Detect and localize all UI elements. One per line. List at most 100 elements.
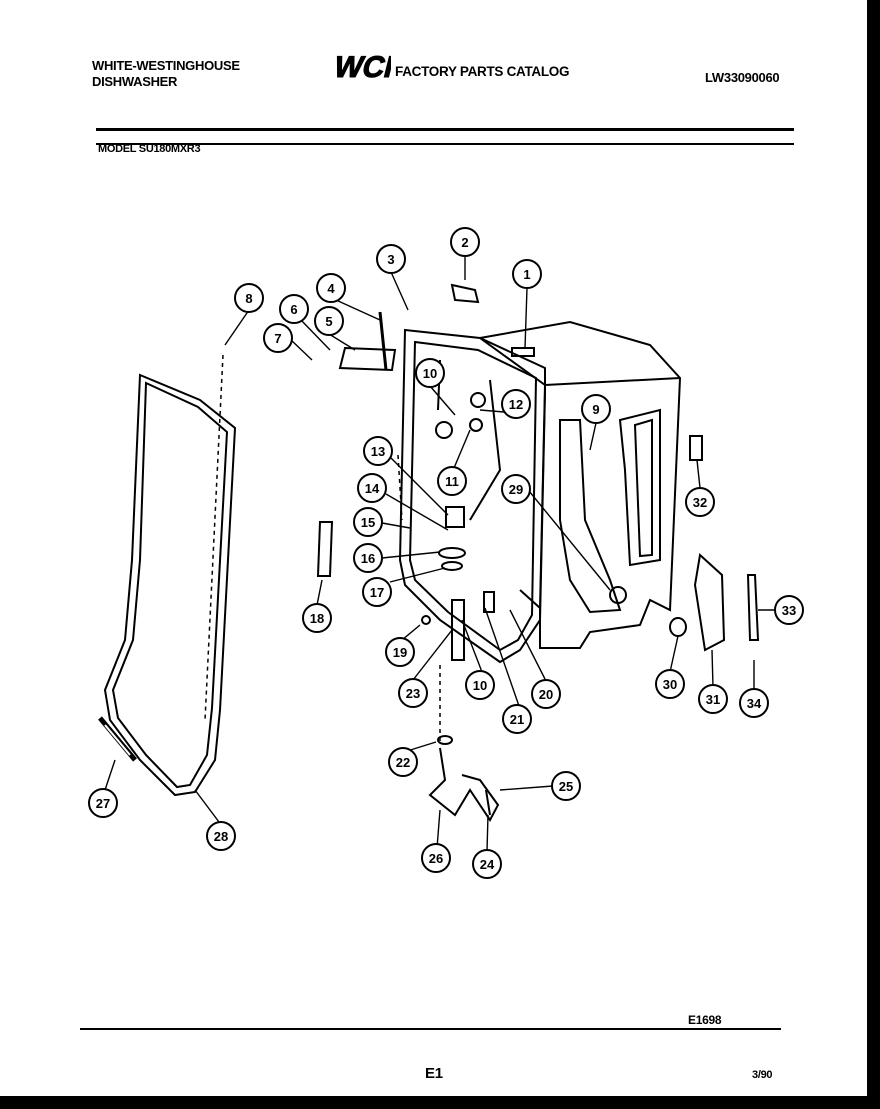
callout-13-label: 13: [371, 444, 385, 459]
callout-34: 34: [739, 688, 769, 718]
callout-12-label: 12: [509, 397, 523, 412]
callout-26-label: 26: [429, 851, 443, 866]
callout-28-label: 28: [214, 829, 228, 844]
door-frame: [398, 328, 546, 664]
callout-10-a: 10: [415, 358, 445, 388]
callout-18-label: 18: [310, 611, 324, 626]
brand-name: WHITE-WESTINGHOUSE: [92, 58, 240, 73]
product-type: DISHWASHER: [92, 74, 178, 89]
callout-34-label: 34: [747, 696, 762, 711]
catalog-date: 3/90: [752, 1069, 773, 1081]
part-22: [437, 735, 453, 745]
part-24: [485, 789, 491, 816]
callout-31-label: 31: [706, 692, 720, 707]
callout-10-a-label: 10: [423, 366, 437, 381]
scan-border-right: [867, 0, 880, 1109]
part-26: [428, 747, 500, 822]
callout-24: 24: [472, 849, 502, 879]
callout-20: 20: [531, 679, 561, 709]
callout-4-label: 4: [327, 281, 335, 296]
callout-24-label: 24: [480, 857, 495, 872]
tub-body: [479, 320, 682, 649]
callout-19-label: 19: [393, 645, 407, 660]
callout-10-b: 10: [465, 670, 495, 700]
part-30: [669, 617, 687, 637]
part-4: [378, 311, 388, 371]
callout-10-b-label: 10: [473, 678, 487, 693]
callout-25: 25: [551, 771, 581, 801]
callout-33: 33: [774, 595, 804, 625]
callout-3: 3: [376, 244, 406, 274]
callout-11-label: 11: [445, 474, 459, 489]
part-18: [316, 521, 334, 577]
callout-8: 8: [234, 283, 264, 313]
callout-29: 29: [501, 474, 531, 504]
callout-18: 18: [302, 603, 332, 633]
part-31: [693, 553, 726, 652]
callout-16: 16: [353, 543, 383, 573]
alignment-line-8: [204, 354, 224, 721]
wci-logo: WCI: [330, 50, 391, 82]
callout-21-label: 21: [510, 712, 524, 727]
callout-8-label: 8: [245, 291, 252, 306]
part-32: [689, 435, 703, 461]
model-number: MODEL SU180MXR3: [98, 143, 201, 155]
callout-32: 32: [685, 487, 715, 517]
part-33: [746, 574, 760, 641]
callout-14-label: 14: [365, 481, 380, 496]
callout-7-label: 7: [274, 331, 281, 346]
callout-17-label: 17: [370, 585, 384, 600]
callout-14: 14: [357, 473, 387, 503]
callout-9-label: 9: [592, 402, 599, 417]
callout-7: 7: [263, 323, 293, 353]
callout-5-label: 5: [325, 314, 332, 329]
footer-rule: [80, 1028, 781, 1030]
brand-block: WHITE-WESTINGHOUSE DISHWASHER: [92, 58, 240, 90]
callout-22: 22: [388, 747, 418, 777]
callout-23-label: 23: [406, 686, 420, 701]
callout-15-label: 15: [361, 515, 375, 530]
callout-19: 19: [385, 637, 415, 667]
callout-2-label: 2: [461, 235, 468, 250]
callout-10-c: 10: [0, 0, 14, 3]
part-5: [338, 346, 397, 372]
callout-27-label: 27: [96, 796, 110, 811]
door-gasket: [103, 373, 237, 797]
callout-23: 23: [398, 678, 428, 708]
callout-21: 21: [502, 704, 532, 734]
callout-group: 1 2 3 4 5 6 7 8 9 10 10 10 11 12 13 14 1…: [0, 0, 804, 879]
page-number: E1: [425, 1065, 443, 1082]
svg-text:WCI: WCI: [331, 50, 391, 82]
callout-15: 15: [353, 507, 383, 537]
callout-33-label: 33: [782, 603, 796, 618]
callout-6-label: 6: [290, 302, 297, 317]
header-rule: [96, 128, 794, 131]
header-rule-secondary: [96, 143, 794, 145]
callout-5: 5: [314, 306, 344, 336]
callout-16-label: 16: [361, 551, 375, 566]
callout-25-label: 25: [559, 779, 573, 794]
callout-2: 2: [450, 227, 480, 257]
callout-26: 26: [421, 843, 451, 873]
catalog-title: FACTORY PARTS CATALOG: [395, 64, 570, 79]
callout-3-label: 3: [387, 252, 394, 267]
callout-30: 30: [655, 669, 685, 699]
callout-32-label: 32: [693, 495, 707, 510]
callout-6: 6: [279, 294, 309, 324]
callout-31: 31: [698, 684, 728, 714]
part-19: [421, 615, 431, 625]
callout-13: 13: [363, 436, 393, 466]
callout-9: 9: [581, 394, 611, 424]
callout-4: 4: [316, 273, 346, 303]
callout-11: 11: [437, 466, 467, 496]
scan-border-bottom: [0, 1096, 880, 1109]
figure-id: E1698: [688, 1013, 722, 1027]
callout-20-label: 20: [539, 687, 553, 702]
callout-30-label: 30: [663, 677, 677, 692]
callout-29-label: 29: [509, 482, 523, 497]
callout-22-label: 22: [396, 755, 410, 770]
callout-1-label: 1: [523, 267, 530, 282]
callout-12: 12: [501, 389, 531, 419]
catalog-number: LW33090060: [705, 70, 780, 85]
callout-28: 28: [206, 821, 236, 851]
